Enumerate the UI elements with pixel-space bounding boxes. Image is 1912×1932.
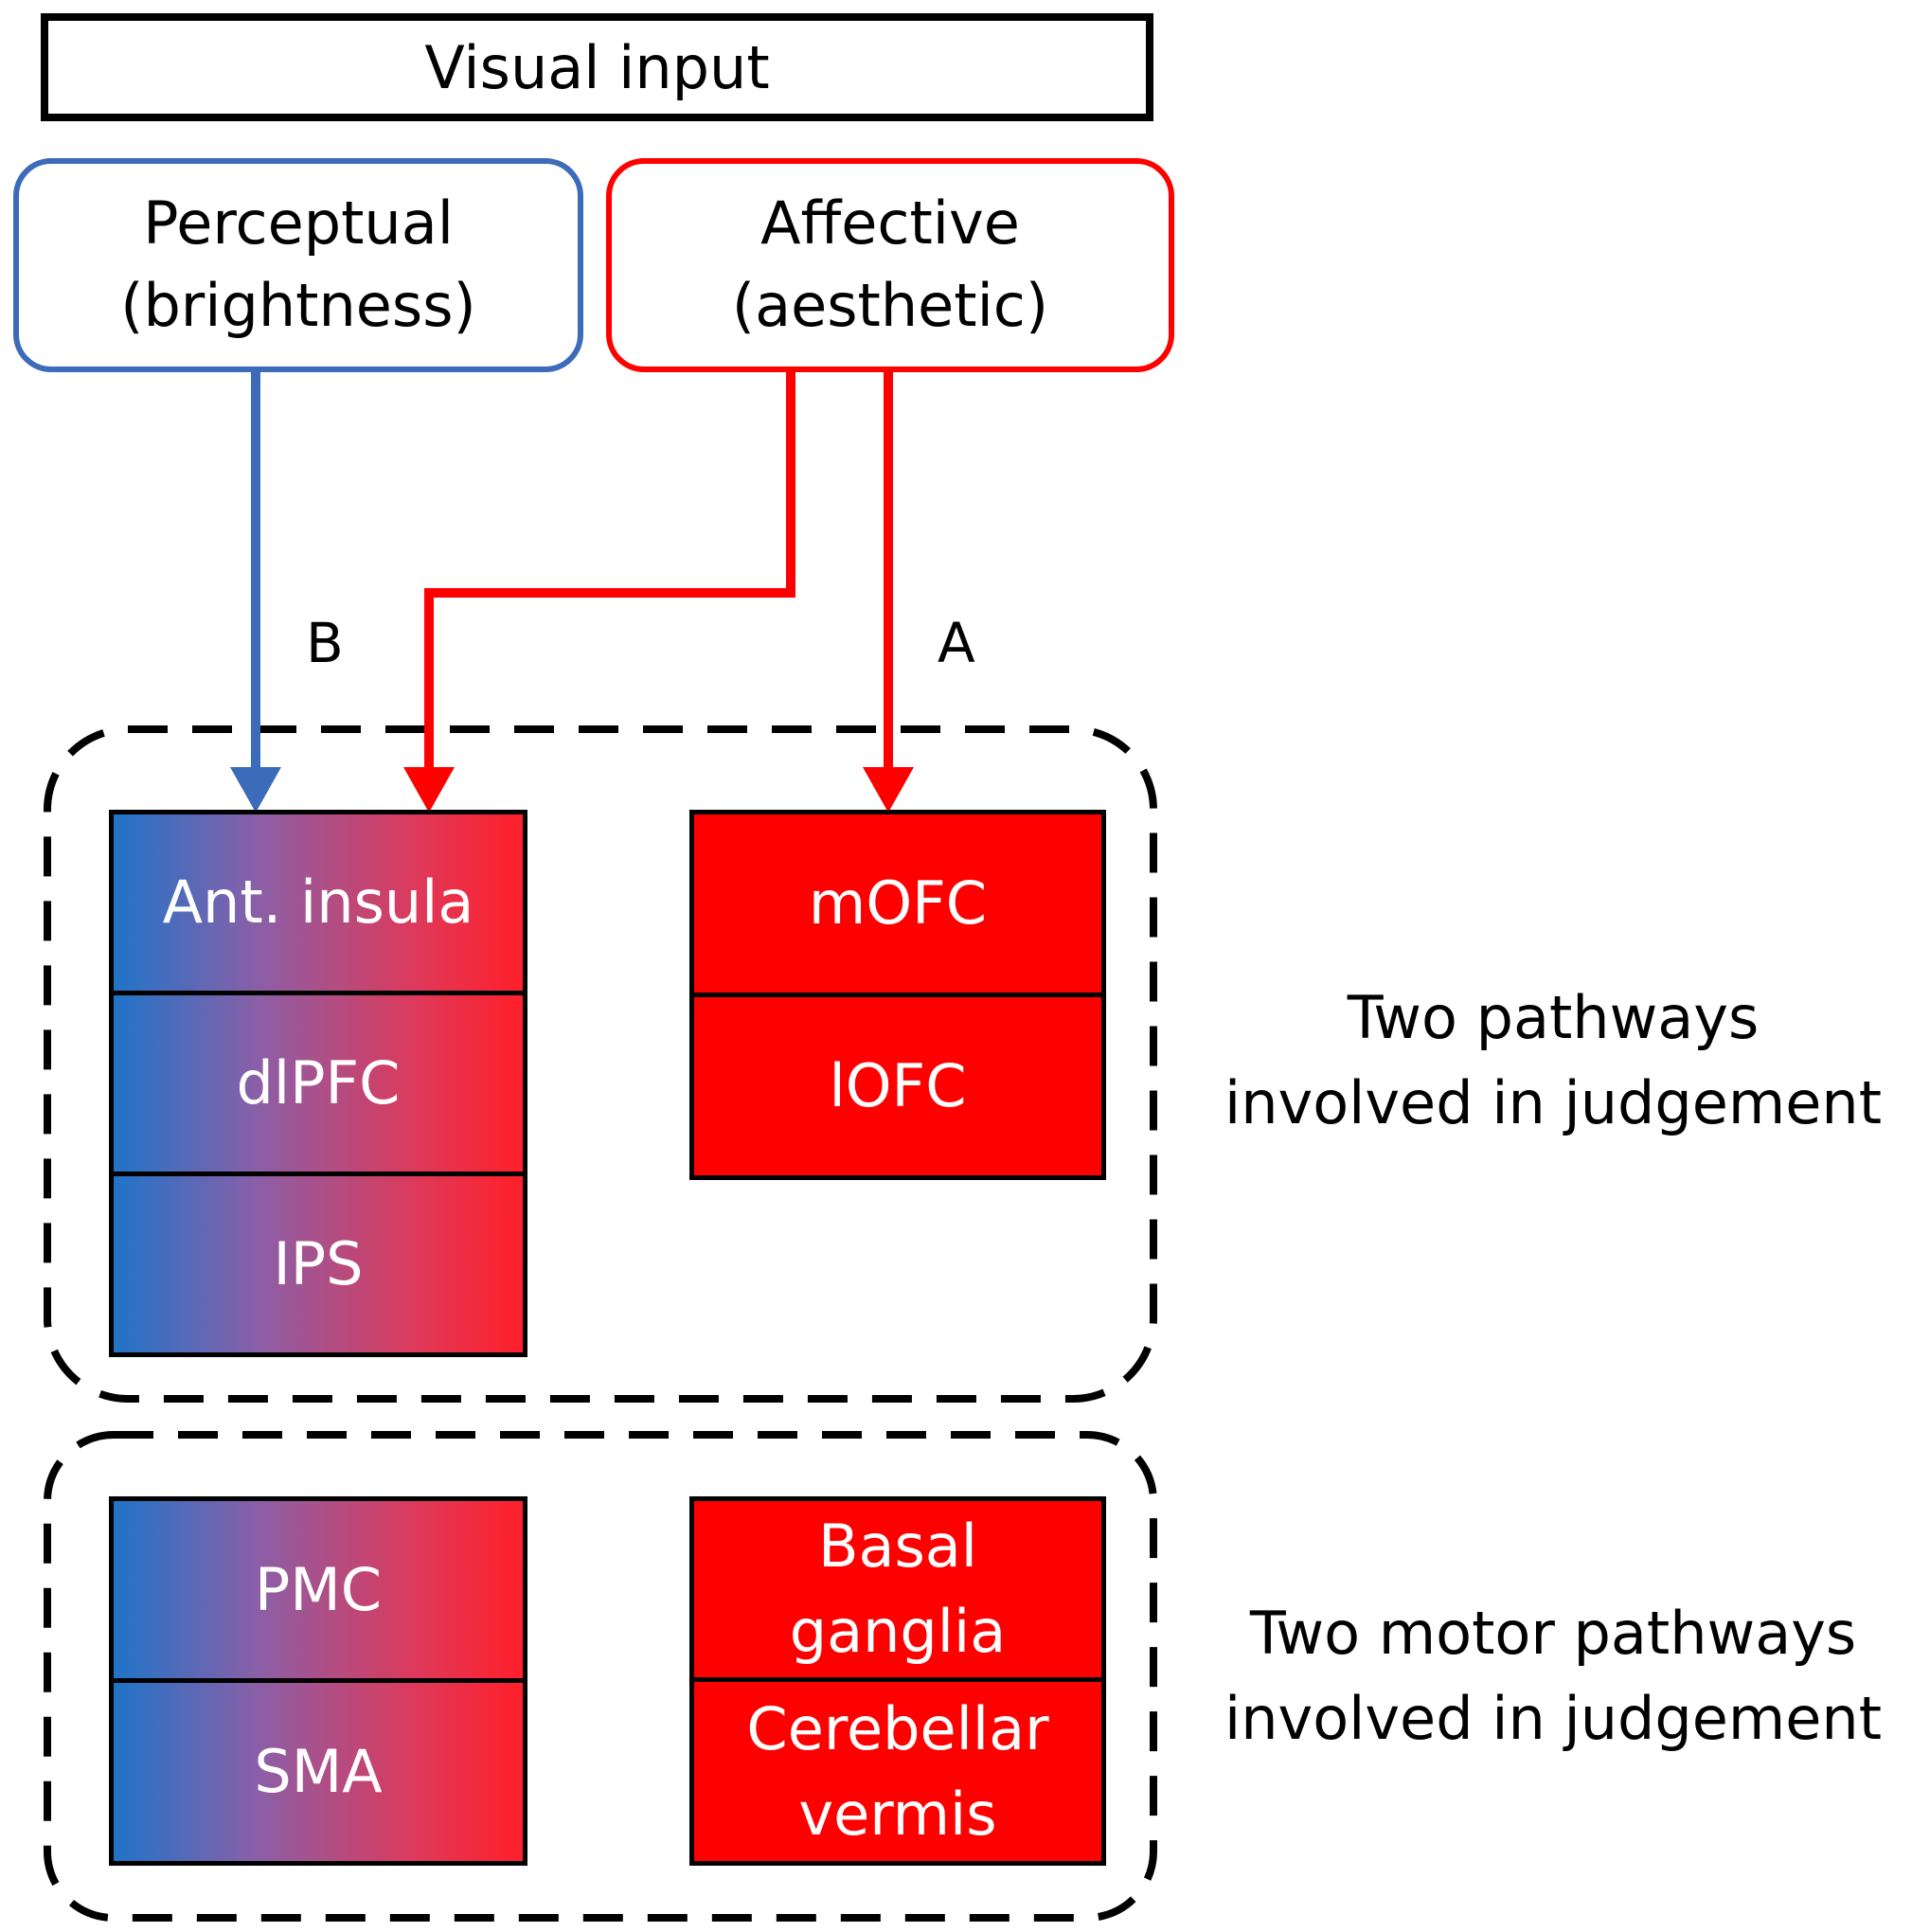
region-cerebellar-vermis: Cerebellar vermis xyxy=(689,1677,1106,1866)
region-basal-ganglia: Basal ganglia xyxy=(689,1496,1106,1682)
pathway-a-arrowhead xyxy=(863,767,914,813)
region-label-line2: vermis xyxy=(798,1779,997,1849)
region-sma: SMA xyxy=(109,1678,527,1866)
affective-subtitle: (aesthetic) xyxy=(731,271,1049,340)
judgement-group-label: Two pathways involved in judgement xyxy=(1203,975,1903,1146)
motor-label-line2: involved in judgement xyxy=(1224,1683,1883,1753)
region-label-line1: Cerebellar xyxy=(746,1693,1049,1763)
region-label: PMC xyxy=(254,1555,383,1625)
visual-input-label: Visual input xyxy=(424,32,770,102)
motor-group-outline xyxy=(44,1431,1157,1922)
perceptual-stage-box: Perceptual (brightness) xyxy=(13,158,583,372)
pathway-b-arrowhead xyxy=(230,767,281,813)
motor-group-label: Two motor pathways involved in judgement xyxy=(1203,1591,1903,1762)
affective-stage-box: Affective (aesthetic) xyxy=(606,158,1174,372)
region-label: SMA xyxy=(254,1737,383,1807)
judgement-label-line2: involved in judgement xyxy=(1224,1067,1883,1137)
region-mofc: mOFC xyxy=(689,810,1106,997)
region-label: Ant. insula xyxy=(162,868,474,938)
pathway-affective-to-insula-arrowhead xyxy=(403,767,455,813)
pathway-affective-to-insula-line xyxy=(424,372,795,775)
region-lofc: lOFC xyxy=(689,993,1106,1180)
perceptual-subtitle: (brightness) xyxy=(120,271,476,340)
judgement-group-outline xyxy=(44,725,1157,1403)
pathway-b-label: B xyxy=(306,611,344,675)
region-label: IPS xyxy=(273,1229,364,1299)
perceptual-title: Perceptual xyxy=(143,188,454,259)
region-dlpfc: dlPFC xyxy=(109,991,527,1176)
visual-input-box: Visual input xyxy=(41,13,1153,121)
region-label-line1: Basal xyxy=(817,1512,978,1582)
region-label: dlPFC xyxy=(236,1048,401,1118)
region-label-line2: ganglia xyxy=(789,1597,1007,1666)
region-label: lOFC xyxy=(829,1051,967,1121)
motor-label-line1: Two motor pathways xyxy=(1249,1599,1857,1668)
judgement-label-line1: Two pathways xyxy=(1347,983,1760,1052)
region-ips: IPS xyxy=(109,1172,527,1357)
region-ant-insula: Ant. insula xyxy=(109,810,527,995)
region-label: mOFC xyxy=(808,868,988,939)
pathway-a-label: A xyxy=(938,611,975,675)
region-pmc: PMC xyxy=(109,1496,527,1684)
affective-title: Affective xyxy=(760,188,1020,259)
